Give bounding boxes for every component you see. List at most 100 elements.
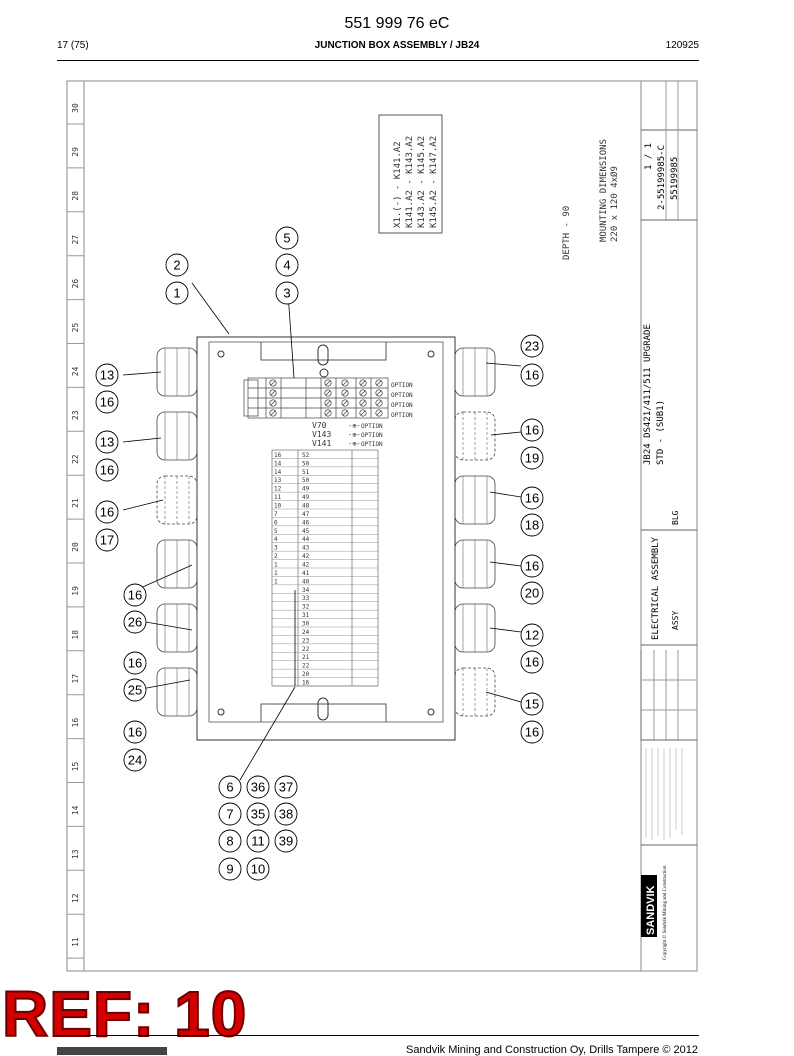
ruler-label: 28 [71, 191, 80, 201]
callout-bubble: 6 [218, 775, 242, 799]
terminal-left-number: 12 [274, 486, 282, 493]
ruler-label: 14 [71, 805, 80, 815]
callout-bubble: 16 [520, 554, 544, 578]
relay-terminal-screw [324, 389, 332, 397]
option-label: OPTION [361, 441, 383, 448]
callout-number: 16 [525, 368, 539, 383]
callout-number: 25 [128, 683, 142, 698]
callout-bubble: 7 [218, 802, 242, 826]
callout-number: 16 [100, 463, 114, 478]
callout-bubble: 39 [274, 829, 298, 853]
relay-note-line: K145.A2 - K147.A2 [429, 136, 439, 228]
svg-text:-⊕-: -⊕- [348, 431, 361, 439]
terminal-number: 45 [302, 528, 310, 535]
relay-terminals [269, 368, 383, 417]
terminal-number: 51 [302, 469, 310, 476]
ruler-label: 16 [71, 718, 80, 728]
callout-number: 4 [283, 258, 290, 273]
enclosure-outer [196, 336, 456, 741]
callout-number: 16 [128, 656, 142, 671]
relay-terminal-screw [341, 399, 349, 407]
callout-number: 3 [283, 286, 290, 301]
option-label: OPTION [391, 392, 413, 399]
terminal-number: 20 [302, 671, 310, 678]
relay-terminal-screw [269, 389, 277, 397]
ruler-label: 27 [71, 235, 80, 245]
page-number: 17 (75) [57, 40, 89, 51]
callout-bubble: 23 [520, 334, 544, 358]
option-component-label: V141 [312, 439, 331, 448]
terminal-left-number: 1 [274, 562, 278, 569]
ruler-label: 13 [71, 849, 80, 859]
drawing-number: 2-55199985-C [657, 145, 667, 210]
callout-bubble: 13 [95, 363, 119, 387]
terminal-number: 22 [302, 663, 310, 670]
svg-text:-⊕-: -⊕- [348, 422, 361, 430]
callout-number: 17 [100, 533, 114, 548]
callout-bubble: 38 [274, 802, 298, 826]
relay-terminal-screw [324, 379, 332, 387]
callout-number: 13 [100, 368, 114, 383]
callout-number: 11 [251, 834, 265, 849]
terminal-left-number: 14 [274, 469, 282, 476]
terminal-left-number: 7 [274, 511, 278, 518]
terminal-number: 42 [302, 562, 310, 569]
relay-terminal-screw [341, 379, 349, 387]
callout-bubble: 35 [246, 802, 270, 826]
terminal-number: 33 [302, 595, 310, 602]
callout-number: 8 [226, 834, 233, 849]
header-divider [57, 60, 699, 61]
terminal-left-number: 3 [274, 545, 278, 552]
callout-number: 16 [525, 423, 539, 438]
sheet-number: 1 / 1 [644, 143, 654, 170]
callout-bubble: 5 [275, 226, 299, 250]
callout-number: 7 [226, 807, 233, 822]
ruler-label: 11 [71, 937, 80, 947]
callout-number: 12 [525, 628, 539, 643]
callout-number: 13 [100, 435, 114, 450]
terminal-left-number: 1 [274, 578, 278, 585]
callout-number: 16 [525, 725, 539, 740]
callout-number: 9 [226, 862, 233, 877]
document-number: 551 999 76 eC [344, 15, 450, 32]
desc-line-3: ELECTRICAL ASSEMBLY [651, 536, 661, 640]
callout-bubble: 16 [520, 720, 544, 744]
callout-bubble: 36 [246, 775, 270, 799]
callout-number: 16 [128, 725, 142, 740]
terminal-number: 50 [302, 460, 310, 467]
callout-bubble: 4 [275, 253, 299, 277]
callout-bubble: 16 [520, 418, 544, 442]
callout-bubble: 25 [123, 678, 147, 702]
callout-number: 16 [525, 655, 539, 670]
callout-bubble: 16 [123, 720, 147, 744]
ruler-label: 25 [71, 323, 80, 333]
ruler-label: 19 [71, 586, 80, 596]
callout-number: 16 [128, 588, 142, 603]
callout-number: 16 [100, 395, 114, 410]
terminal-number: 42 [302, 553, 310, 560]
footer-logo [57, 1047, 167, 1055]
terminal-number: 49 [302, 494, 310, 501]
callout-number: 1 [173, 286, 180, 301]
callout-bubble: 16 [95, 500, 119, 524]
callout-bubble: 26 [123, 610, 147, 634]
callout-number: 23 [525, 339, 539, 354]
option-label: OPTION [361, 423, 383, 430]
terminal-number: 44 [302, 536, 310, 543]
terminal-left-number: 10 [274, 503, 282, 510]
callout-bubble: 20 [520, 581, 544, 605]
option-component-label: V143 [312, 430, 331, 439]
callout-number: 2 [173, 258, 180, 273]
relay-terminal-screw [375, 409, 383, 417]
relay-terminal-screw [269, 409, 277, 417]
ruler-label: 30 [71, 103, 80, 113]
title-block: 1 / 1 2-55199985-C 55199985 JB24 DS421/4… [640, 81, 697, 960]
terminal-number: 23 [302, 637, 310, 644]
relay-terminal-screw [375, 389, 383, 397]
callout-number: 38 [279, 807, 293, 822]
ruler-label: 15 [71, 762, 80, 772]
ruler-label: 12 [71, 893, 80, 903]
